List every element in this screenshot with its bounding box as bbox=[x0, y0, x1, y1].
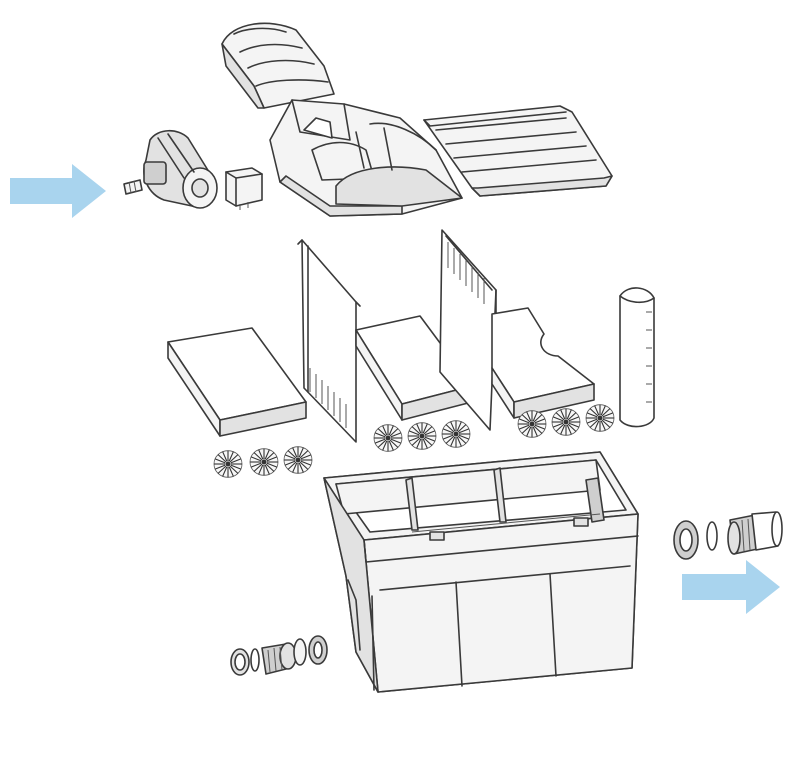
divider-grid-2 bbox=[439, 229, 497, 431]
top-lid-front-cover bbox=[221, 22, 335, 109]
bio-balls-group-2 bbox=[373, 420, 471, 452]
bio-ball bbox=[551, 408, 581, 436]
outlet-flow-arrow bbox=[682, 560, 780, 614]
bio-ball bbox=[517, 410, 547, 438]
filter-tank-body bbox=[323, 451, 639, 693]
inlet-fitting-set bbox=[230, 635, 328, 676]
bio-ball bbox=[585, 404, 615, 432]
bio-ball bbox=[407, 422, 437, 450]
filter-sponge-1 bbox=[167, 327, 307, 437]
filter-sponge-2 bbox=[355, 315, 473, 421]
divider-grid-1 bbox=[297, 239, 361, 443]
lid-frame-housing bbox=[269, 99, 463, 217]
outlet-fitting-set bbox=[673, 511, 783, 560]
bio-balls-group-1 bbox=[213, 446, 313, 478]
bio-ball bbox=[249, 448, 279, 476]
bio-ball bbox=[373, 424, 403, 452]
uv-clarifier-lamp bbox=[123, 129, 218, 209]
bio-ball bbox=[441, 420, 471, 448]
inlet-flow-arrow bbox=[10, 164, 106, 218]
level-tube bbox=[619, 287, 655, 428]
top-lid-rear-cover bbox=[423, 105, 613, 197]
filter-sponge-3 bbox=[491, 307, 595, 419]
bio-ball bbox=[213, 450, 243, 478]
uv-ballast-box bbox=[225, 167, 263, 210]
bio-ball bbox=[283, 446, 313, 474]
bio-balls-group-3 bbox=[517, 404, 615, 438]
